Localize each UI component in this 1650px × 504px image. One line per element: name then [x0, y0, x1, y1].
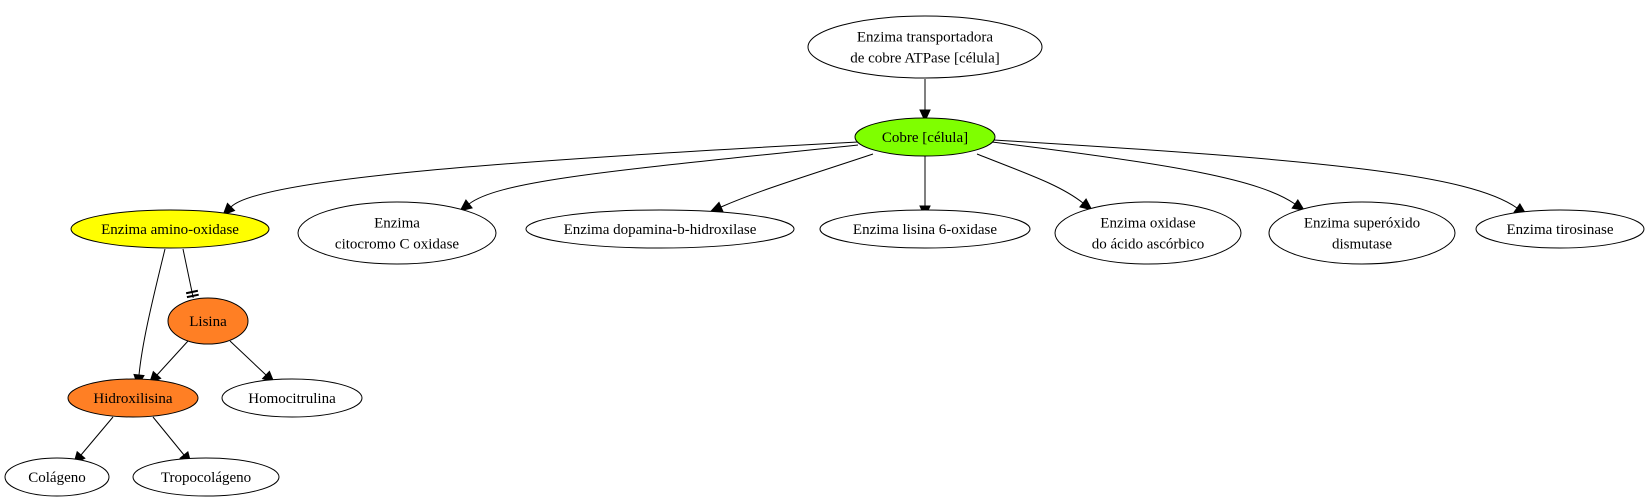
node-ellipse [167, 297, 249, 345]
edge-lisina-to-hidroxilisina [148, 340, 189, 385]
arrowhead [919, 109, 931, 123]
node-dopamina[interactable]: Enzima dopamina-b-hidroxilase [525, 209, 795, 249]
edge-line [182, 248, 194, 298]
node-label: Lisina [189, 314, 227, 330]
edge-cobre-to-amino_oxidase [222, 141, 859, 216]
edge-line [156, 340, 189, 376]
node-tirosinase[interactable]: Enzima tirosinase [1475, 209, 1645, 249]
edge-line [152, 416, 185, 456]
node-lisina[interactable]: Lisina [167, 297, 249, 345]
node-label: Enzima superóxido [1304, 216, 1420, 232]
node-ascorbico[interactable]: Enzima oxidase do ácido ascórbico [1054, 201, 1242, 265]
edge-cobre-to-citocromo [459, 144, 859, 212]
node-superoxido[interactable]: Enzima superóxido dismutase [1268, 201, 1456, 265]
node-label: de cobre ATPase [célula] [850, 51, 1000, 67]
node-cobre[interactable]: Cobre [célula] [854, 117, 996, 157]
node-ellipse [1475, 209, 1645, 249]
edge-hidroxilisina-to-tropocolageno [152, 416, 192, 465]
node-ellipse [525, 209, 795, 249]
edge-amino_oxidase-to-lisina [182, 248, 199, 299]
edge-line [468, 144, 859, 205]
node-colageno[interactable]: Colágeno [4, 457, 110, 497]
node-label: Enzima lisina 6-oxidase [853, 222, 997, 238]
node-label: Enzima oxidase [1100, 216, 1196, 232]
inhibition-bar [186, 293, 199, 299]
edge-line [138, 248, 166, 376]
node-homocitrulina[interactable]: Homocitrulina [221, 378, 363, 418]
node-label: Cobre [célula] [882, 130, 968, 146]
node-ellipse [70, 209, 270, 249]
edge-line [991, 141, 1296, 205]
edge-line [80, 416, 114, 456]
edge-hidroxilisina-to-colageno [73, 416, 114, 465]
node-label: Enzima transportadora [857, 30, 994, 46]
edge-amino_oxidase-to-hidroxilisina [133, 248, 166, 388]
node-label: do ácido ascórbico [1092, 237, 1204, 253]
node-ellipse [67, 378, 199, 418]
inhibition-bar [185, 289, 199, 295]
edge-cobre-to-ascorbico [976, 153, 1093, 211]
arrowhead [1079, 198, 1093, 211]
node-amino-oxidase[interactable]: Enzima amino-oxidase [70, 209, 270, 249]
arrowhead [222, 202, 236, 216]
edge-line [993, 139, 1518, 209]
edge-line [720, 153, 874, 208]
node-label: Enzima amino-oxidase [101, 222, 239, 238]
node-ellipse [297, 201, 497, 265]
arrowhead [709, 201, 724, 213]
node-hidroxilisina[interactable]: Hidroxilisina [67, 378, 199, 418]
edge-cobre-to-lisina_oxidase [919, 156, 931, 219]
edge-cobre-to-tirosinase [993, 139, 1527, 216]
node-label: Tropocolágeno [161, 470, 251, 486]
node-ellipse [1268, 201, 1456, 265]
node-label: citocromo C oxidase [335, 237, 459, 253]
node-label: Enzima tirosinase [1506, 222, 1613, 238]
edge-line [976, 153, 1084, 204]
node-label: Hidroxilisina [93, 391, 173, 407]
edge-line [230, 141, 859, 208]
edge-lisina-to-homocitrulina [229, 340, 275, 384]
node-lisina-oxidase[interactable]: Enzima lisina 6-oxidase [819, 209, 1031, 249]
edge-cobre-to-superoxido [991, 141, 1306, 211]
arrowhead [1291, 198, 1306, 211]
node-ellipse [854, 117, 996, 157]
node-ellipse [1054, 201, 1242, 265]
node-ellipse [4, 457, 110, 497]
node-label: dismutase [1332, 237, 1392, 253]
node-label: Enzima dopamina-b-hidroxilase [564, 222, 757, 238]
node-label: Colágeno [28, 470, 86, 486]
node-citocromo[interactable]: Enzima citocromo C oxidase [297, 201, 497, 265]
node-transportadora[interactable]: Enzima transportadora de cobre ATPase [cé… [807, 15, 1043, 79]
edge-transportadora-to-cobre [919, 79, 931, 123]
node-tropocolageno[interactable]: Tropocolágeno [132, 457, 280, 497]
node-ellipse [819, 209, 1031, 249]
edge-cobre-to-dopamina [709, 153, 874, 213]
node-ellipse [807, 15, 1043, 79]
arrowhead [459, 199, 473, 212]
edge-line [229, 340, 267, 376]
node-label: Homocitrulina [248, 391, 336, 407]
node-label: Enzima [374, 216, 420, 232]
nodes-layer: Enzima transportadora de cobre ATPase [cé… [4, 15, 1645, 497]
node-ellipse [132, 457, 280, 497]
node-ellipse [221, 378, 363, 418]
